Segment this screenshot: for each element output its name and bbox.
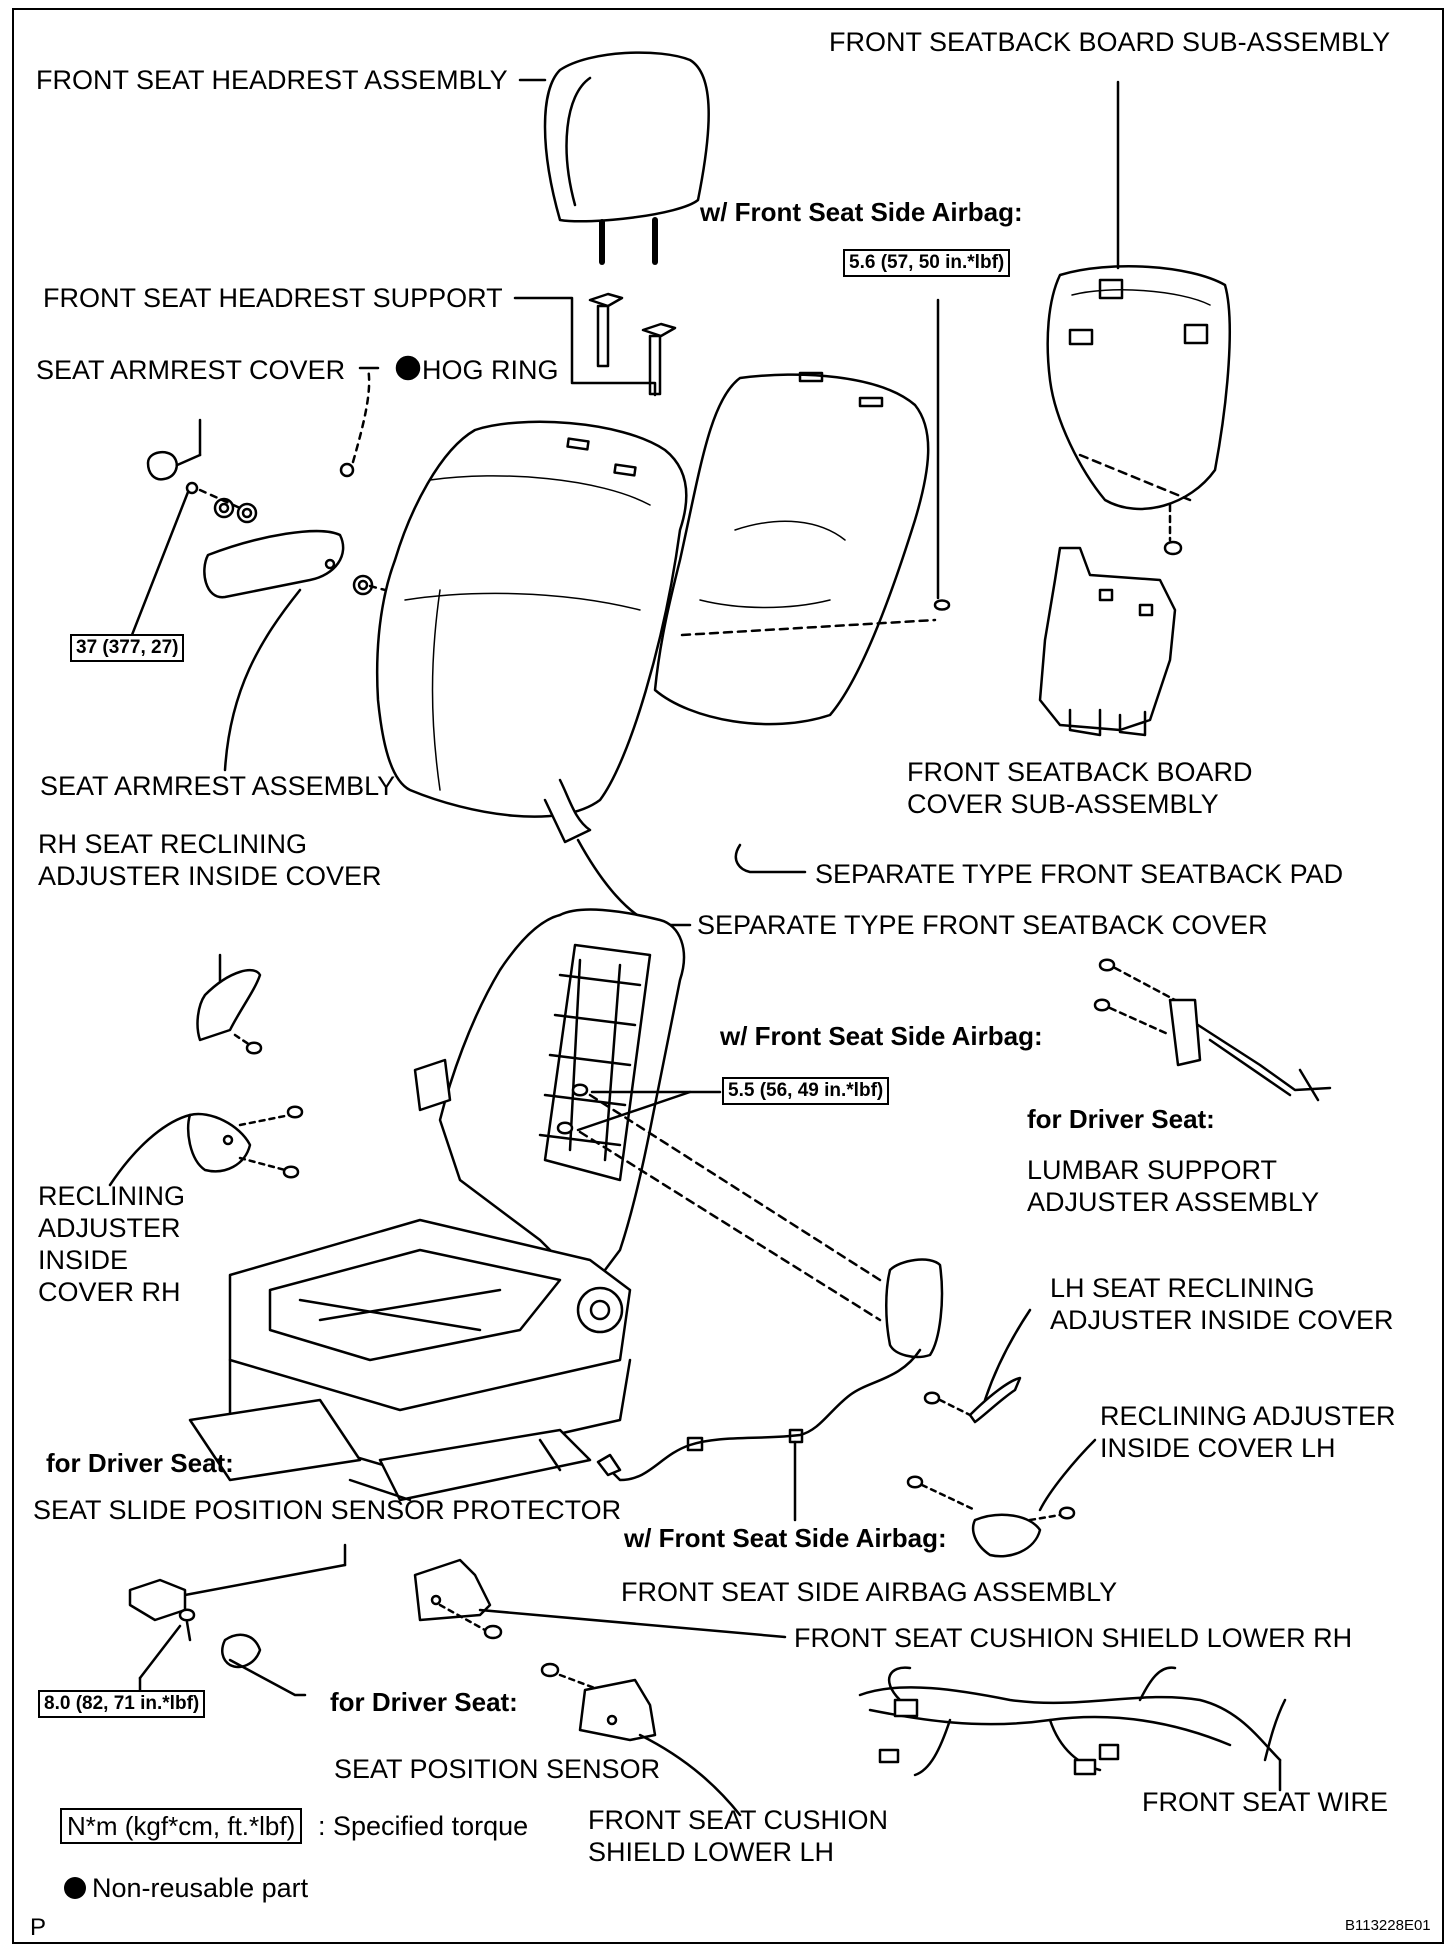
figure-code: B113228E01 <box>1345 1917 1431 1934</box>
front-seat-wire-drawing <box>858 1666 1287 1792</box>
nonreusable-dot-icon <box>64 1877 86 1899</box>
upper-leader-lines <box>518 78 1120 927</box>
diagram-frame <box>12 8 1444 1944</box>
label-cushion-shield-lh-line1: FRONT SEAT CUSHION <box>588 1805 889 1835</box>
label-position-sensor: SEAT POSITION SENSOR <box>334 1754 661 1784</box>
label-slide-protector: SEAT SLIDE POSITION SENSOR PROTECTOR <box>33 1495 622 1525</box>
label-lh-inside-cover-line1: LH SEAT RECLINING <box>1050 1273 1315 1303</box>
armrest-parts-drawing <box>128 366 402 772</box>
label-armrest-cover: SEAT ARMREST COVER <box>36 355 346 385</box>
side-airbag-drawing <box>596 1258 944 1522</box>
torque-box-sensor: 8.0 (82, 71 in.*lbf) <box>38 1690 206 1718</box>
label-armrest-assembly: SEAT ARMREST ASSEMBLY <box>40 771 396 801</box>
label-headrest-assembly: FRONT SEAT HEADREST ASSEMBLY <box>36 65 508 95</box>
seatback-board-drawing <box>1046 265 1231 556</box>
legend-nonreusable: Non-reusable part <box>64 1872 308 1904</box>
label-driver-seat-lumbar: for Driver Seat: <box>1027 1104 1215 1134</box>
label-lumbar-line2: ADJUSTER ASSEMBLY <box>1027 1187 1320 1217</box>
lumbar-support-drawing <box>1093 958 1332 1102</box>
label-rh-inside-cover-line1: RH SEAT RECLINING <box>38 829 308 859</box>
label-recl-rh-line3: INSIDE <box>38 1245 129 1275</box>
torque-box-top: 5.6 (57, 50 in.*lbf) <box>843 249 1011 277</box>
legend-nonreusable-text: Non-reusable part <box>92 1873 309 1903</box>
label-lumbar-line1: LUMBAR SUPPORT <box>1027 1155 1278 1185</box>
seat-frame-drawing <box>188 908 686 1502</box>
label-airbag-note-top: w/ Front Seat Side Airbag: <box>700 197 1023 227</box>
label-seatback-cover: SEPARATE TYPE FRONT SEATBACK COVER <box>697 910 1268 940</box>
label-driver-seat-sensor: for Driver Seat: <box>330 1687 518 1717</box>
airbag-bolts-drawing <box>556 1083 882 1322</box>
label-headrest-support: FRONT SEAT HEADREST SUPPORT <box>43 283 503 313</box>
headrest-drawing <box>543 51 710 265</box>
slide-sensor-drawing <box>128 1543 347 1697</box>
legend-torque-unit: N*m (kgf*cm, ft.*lbf) <box>60 1808 303 1844</box>
label-side-airbag: FRONT SEAT SIDE AIRBAG ASSEMBLY <box>621 1577 1118 1607</box>
label-board-cover-line2: COVER SUB-ASSEMBLY <box>907 789 1219 819</box>
label-cushion-shield-lh-line2: SHIELD LOWER LH <box>588 1837 835 1867</box>
rh-covers-drawing <box>108 953 304 1187</box>
label-recl-rh-line2: ADJUSTER <box>38 1213 181 1243</box>
lh-covers-drawing <box>906 1308 1097 1558</box>
label-hog-ring: HOG RING <box>422 355 559 385</box>
label-lh-inside-cover-line2: ADJUSTER INSIDE COVER <box>1050 1305 1394 1335</box>
label-rh-inside-cover-line2: ADJUSTER INSIDE COVER <box>38 861 382 891</box>
label-recl-rh-line1: RECLINING <box>38 1181 186 1211</box>
torque-box-mid: 5.5 (56, 49 in.*lbf) <box>722 1077 890 1105</box>
label-cushion-shield-rh: FRONT SEAT CUSHION SHIELD LOWER RH <box>794 1623 1353 1653</box>
label-recl-rh-line4: COVER RH <box>38 1277 181 1307</box>
seatback-cover-drawing <box>375 420 688 844</box>
label-airbag-note-bottom: w/ Front Seat Side Airbag: <box>624 1523 947 1553</box>
board-cover-drawing <box>1038 546 1177 737</box>
label-seatback-pad: SEPARATE TYPE FRONT SEATBACK PAD <box>815 859 1344 889</box>
label-board-cover-line1: FRONT SEATBACK BOARD <box>907 757 1253 787</box>
label-seatback-board-sub-assembly: FRONT SEATBACK BOARD SUB-ASSEMBLY <box>829 27 1391 57</box>
label-airbag-note-mid: w/ Front Seat Side Airbag: <box>720 1021 1043 1051</box>
label-recl-lh-line1: RECLINING ADJUSTER <box>1100 1401 1396 1431</box>
label-front-seat-wire: FRONT SEAT WIRE <box>1142 1787 1389 1817</box>
label-driver-seat-slide: for Driver Seat: <box>46 1448 234 1478</box>
corner-mark: P <box>30 1914 47 1941</box>
headrest-support-drawing <box>513 292 677 397</box>
cushion-shield-rh-drawing <box>413 1558 787 1640</box>
torque-box-armrest: 37 (377, 27) <box>70 634 185 662</box>
legend-torque-desc: : Specified torque <box>318 1811 529 1841</box>
cushion-shield-lh-drawing <box>540 1662 742 1817</box>
label-recl-lh-line2: INSIDE COVER LH <box>1100 1433 1336 1463</box>
seatback-pad-drawing <box>653 371 951 726</box>
